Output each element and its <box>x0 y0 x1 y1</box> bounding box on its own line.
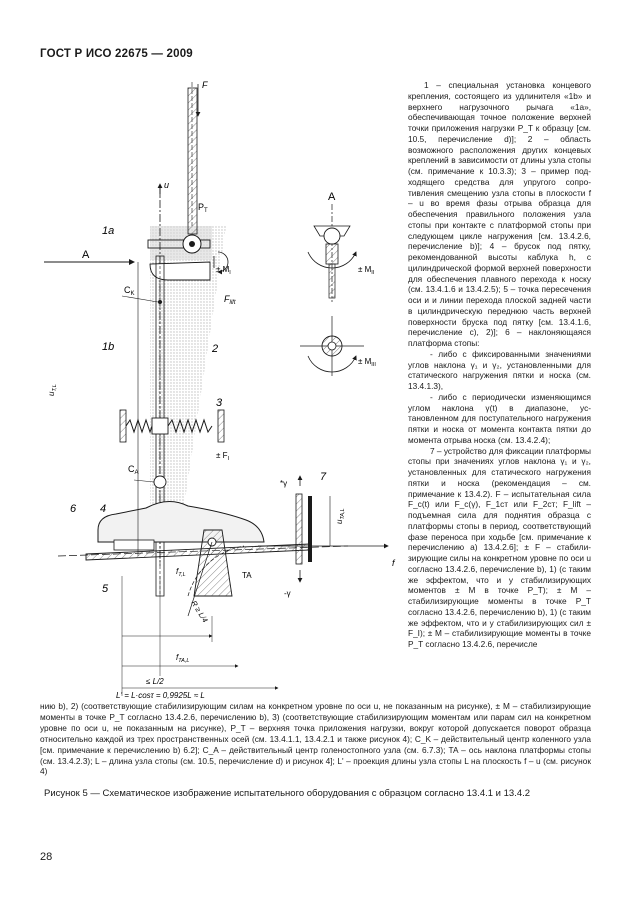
label-1a: 1a <box>102 225 114 237</box>
label-CK: CK <box>124 285 135 297</box>
label-3: 3 <box>216 397 223 409</box>
figure-legend: 1 – специальная установка конце­вого кре… <box>408 80 591 650</box>
label-2: 2 <box>211 343 218 355</box>
label-7: 7 <box>320 471 327 483</box>
force-rod <box>187 87 198 235</box>
legend-continuation: нию b), 2) (соответствующие стабилизирую… <box>40 701 591 777</box>
label-MI: ± MI <box>216 265 231 276</box>
locking-device-7 <box>295 493 303 565</box>
label-halfL: ≤ L/2 <box>146 677 164 686</box>
label-MIII: ± MIII <box>358 357 376 368</box>
label-uTL: uT,L <box>47 384 58 396</box>
legend-paragraph: - либо с фиксированными значения­ми угло… <box>408 348 591 391</box>
legend-paragraph: - либо с периодически изменяющим­ся угло… <box>408 391 591 445</box>
label-F: F <box>202 80 208 90</box>
label-fTAL: fTA,L <box>176 653 189 664</box>
area-2 <box>150 226 226 506</box>
document-header: ГОСТ Р ИСО 22675 — 2009 <box>40 48 193 60</box>
label-TA: TA <box>242 571 252 580</box>
side-view-A <box>307 204 357 302</box>
label-MII: ± MII <box>358 265 375 276</box>
legend-paragraph: 1 – специальная установка конце­вого кре… <box>408 80 591 348</box>
label-1b: 1b <box>102 341 114 353</box>
label-u: u <box>164 180 169 190</box>
label-FI: ± FI <box>216 451 230 462</box>
foot-4 <box>97 501 265 543</box>
upper-attachment-zone <box>150 226 212 260</box>
label-fTL: fT,L <box>176 567 186 578</box>
label-PT: PT <box>198 202 208 214</box>
label-sideA: A <box>328 191 336 203</box>
ankle-centre <box>153 475 167 489</box>
label-uTAL: uTA,L <box>335 508 346 524</box>
label-4: 4 <box>100 503 106 515</box>
label-Lprime: L' = L·cosτ = 0,9925L ≈ L <box>116 691 205 700</box>
legend-paragraph: 7 – устройство для фиксации плат­формы с… <box>408 445 591 650</box>
label-Flift: Flift <box>224 294 236 306</box>
label-5: 5 <box>102 583 109 595</box>
spring-right <box>167 418 213 434</box>
label-R: R ≥ L/4 <box>189 599 209 624</box>
label-CA: CA <box>128 464 139 476</box>
page-number: 28 <box>40 851 53 863</box>
label-A: A <box>82 249 90 261</box>
lever-1a <box>147 239 211 249</box>
label-neg-gamma: -γ <box>284 589 291 598</box>
label-gamma: *γ <box>280 479 287 488</box>
pivot-TA <box>193 529 233 597</box>
test-equipment-figure: F u PT 1a A ± MI CK Flift 1b 2 uT,L 3 ± … <box>44 80 396 700</box>
label-6: 6 <box>70 503 77 515</box>
label-f: f <box>392 558 396 568</box>
top-view-MIII <box>300 316 364 376</box>
figure-caption: Рисунок 5 — Схематическое изображение ис… <box>44 788 531 799</box>
